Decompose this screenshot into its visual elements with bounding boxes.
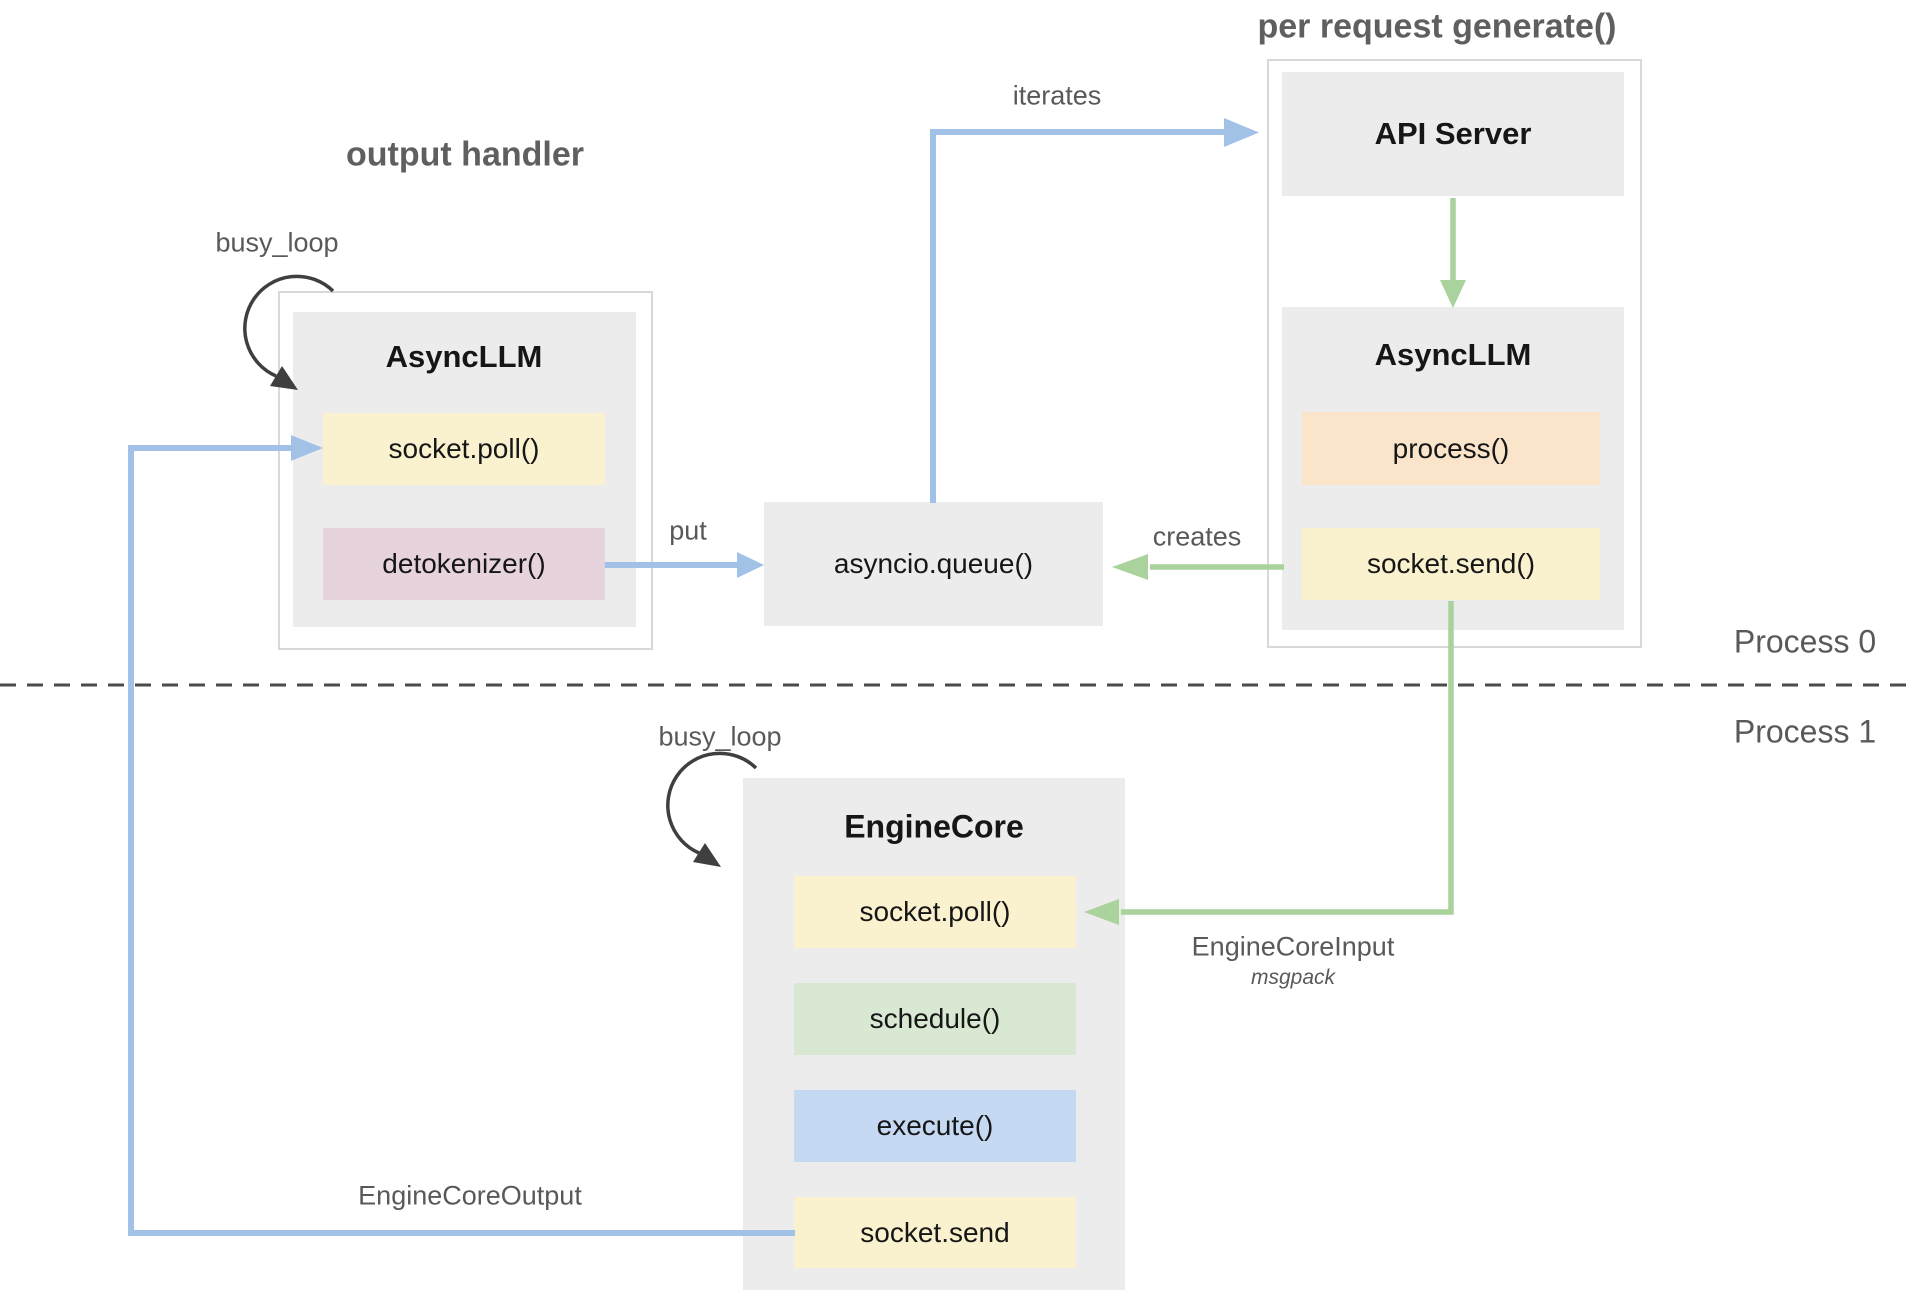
async-llm-right-process: process() — [1302, 412, 1600, 485]
per-request-generate-title: per request generate() — [1257, 7, 1617, 46]
api-server-title: API Server — [1374, 116, 1532, 151]
engine-core-input-label: EngineCoreInput — [1191, 931, 1395, 962]
async-llm-left-title: AsyncLLM — [385, 339, 543, 374]
engine-core-title: EngineCore — [844, 808, 1024, 845]
msgpack-label: msgpack — [1250, 966, 1336, 989]
creates-label: creates — [1152, 521, 1242, 552]
asyncio-queue-label: asyncio.queue() — [833, 548, 1034, 579]
async-llm-left-detokenizer: detokenizer() — [323, 528, 605, 600]
iterates-label: iterates — [1012, 80, 1102, 111]
engine-core-input-arrow — [1084, 601, 1454, 925]
api-server-box — [1282, 72, 1624, 196]
put-label: put — [669, 515, 707, 546]
busy-loop-label-left: busy_loop — [215, 227, 339, 258]
engine-core-output-label: EngineCoreOutput — [358, 1180, 582, 1211]
output-handler-title: output handler — [346, 135, 584, 174]
busy-loop-label-bottom: busy_loop — [658, 721, 782, 752]
process-1-label: Process 1 — [1733, 713, 1877, 750]
async-llm-right-socket-send: socket.send() — [1302, 528, 1600, 600]
iterates-arrow — [930, 118, 1259, 503]
engine-core-socket-poll: socket.poll() — [794, 876, 1076, 948]
creates-arrow — [1112, 554, 1284, 580]
async-llm-left-socket-poll: socket.poll() — [323, 413, 605, 485]
engine-core-schedule: schedule() — [794, 983, 1076, 1055]
engine-core-execute: execute() — [794, 1090, 1076, 1162]
engine-core-socket-send: socket.send — [794, 1197, 1076, 1268]
async-llm-right-title: AsyncLLM — [1374, 337, 1532, 372]
process-0-label: Process 0 — [1733, 623, 1877, 660]
asyncio-queue-box — [764, 502, 1103, 626]
